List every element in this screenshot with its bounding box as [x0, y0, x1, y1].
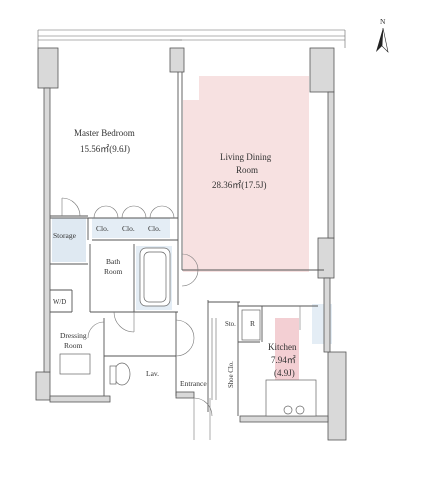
living-dining-name-line1: Living Dining [220, 152, 272, 162]
stove-burner-right [295, 405, 305, 415]
living-dining-highlight [199, 76, 309, 272]
north-label: N [380, 17, 386, 26]
kitchen-name: Kitchen [268, 342, 297, 352]
toilet-tank [109, 365, 117, 385]
entrance-label: Entrance [180, 379, 207, 388]
wd-label: W/D [53, 299, 66, 306]
living-dining-highlight-left [183, 100, 201, 272]
stove-burner-left [283, 405, 293, 415]
dressing-room-name-line2: Room [64, 341, 83, 350]
north-arrow-icon [376, 27, 389, 53]
living-dining-name-line2: Room [236, 165, 258, 175]
bath-room-name-line1: Bath [106, 257, 120, 266]
dressing-room-name-line1: Dressing [60, 331, 87, 340]
clo-wet-area [92, 218, 170, 238]
storage-label: Storage [53, 231, 77, 240]
shoe-closet-label: Shoe Clo. [228, 361, 235, 388]
storage-wet-area [52, 218, 86, 262]
exterior-walls [43, 87, 335, 423]
refrigerator-space [241, 309, 261, 341]
column-bottom-right [327, 351, 347, 441]
master-bedroom-name: Master Bedroom [74, 128, 135, 138]
column-bottom-left [35, 371, 51, 401]
kitchen-area-j: (4.9J) [274, 368, 295, 378]
kitchen-area: 7.94㎡ [271, 355, 296, 365]
clo-label-1: Clo. [96, 224, 109, 233]
toilet [113, 362, 131, 386]
column-top-mid [169, 47, 185, 73]
column-mid-right [317, 237, 335, 279]
clo-label-2: Clo. [122, 224, 135, 233]
clo-label-3: Clo. [148, 224, 161, 233]
balcony-edge [37, 29, 346, 48]
sto-label: Sto. [225, 321, 236, 328]
master-bedroom-area: 15.56㎡(9.6J) [80, 144, 130, 154]
closet-doors [61, 197, 301, 440]
lav-label: Lav. [146, 369, 159, 378]
column-top-left [37, 47, 59, 89]
column-top-right [309, 47, 335, 93]
interior-walls [50, 72, 324, 416]
living-dining-area: 28.36㎡(17.5J) [212, 180, 267, 190]
vanity-counter [59, 353, 91, 375]
bathtub-inner [143, 251, 167, 303]
bath-room-name-line2: Room [104, 267, 123, 276]
r-label: R [250, 319, 255, 328]
